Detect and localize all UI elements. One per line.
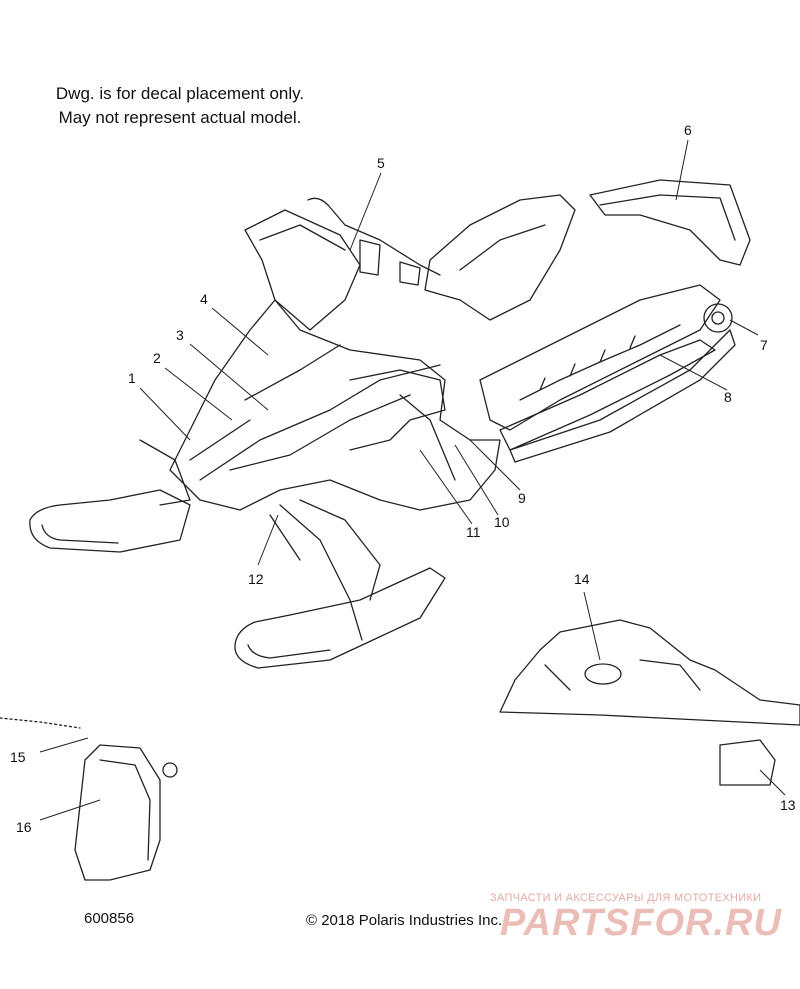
- callout-10: 10: [494, 514, 510, 530]
- leader-1: [139, 387, 191, 441]
- left-ski: [29, 489, 191, 553]
- callout-12: 12: [248, 571, 264, 587]
- hood-body: [169, 299, 501, 511]
- note-line-2: May not represent actual model.: [58, 108, 302, 127]
- leader-15: [39, 737, 89, 753]
- inset-16-panel: [74, 744, 161, 881]
- rear-rack: [589, 179, 751, 266]
- callout-14: 14: [574, 571, 590, 587]
- leader-10: [454, 444, 499, 516]
- track: [509, 329, 736, 463]
- drawing-number: 600856: [84, 910, 135, 927]
- leader-7: [729, 319, 759, 336]
- callout-15: 15: [10, 749, 26, 765]
- rear-idler-wheel: [703, 303, 733, 333]
- callout-9: 9: [518, 490, 526, 506]
- leader-2: [164, 367, 233, 421]
- callout-16: 16: [16, 819, 32, 835]
- callout-1: 1: [128, 370, 136, 386]
- inset-14-panel: [499, 619, 800, 726]
- watermark-logo: PARTSFOR.RU: [500, 902, 782, 944]
- callout-5: 5: [377, 155, 385, 171]
- leader-9: [469, 439, 521, 491]
- copyright-notice: © 2018 Polaris Industries Inc.: [306, 912, 503, 929]
- leader-8: [659, 354, 728, 391]
- seat: [424, 194, 576, 321]
- leader-14: [583, 591, 601, 661]
- callout-2: 2: [153, 350, 161, 366]
- tunnel: [479, 284, 721, 431]
- leader-13: [759, 769, 786, 796]
- leader-5: [349, 172, 382, 251]
- drawing-note: Dwg. is for decal placement only. May no…: [30, 82, 330, 130]
- callout-13: 13: [780, 797, 796, 813]
- callout-3: 3: [176, 327, 184, 343]
- callout-4: 4: [200, 291, 208, 307]
- leader-11: [419, 449, 473, 525]
- leader-6: [675, 139, 689, 201]
- callout-8: 8: [724, 389, 732, 405]
- watermark-tagline: ЗАПЧАСТИ И АКСЕССУАРЫ ДЛЯ МОТОТЕХНИКИ: [490, 892, 762, 904]
- callout-7: 7: [760, 337, 768, 353]
- windshield: [244, 209, 361, 331]
- right-ski: [234, 567, 446, 669]
- note-line-1: Dwg. is for decal placement only.: [55, 84, 305, 103]
- leader-16: [39, 799, 101, 821]
- leader-3: [189, 343, 269, 411]
- callout-11: 11: [466, 524, 481, 540]
- leader-12: [257, 514, 279, 566]
- front-suspension: [269, 499, 381, 641]
- running-board: [499, 339, 716, 451]
- leader-4: [211, 307, 269, 356]
- callout-6: 6: [684, 122, 692, 138]
